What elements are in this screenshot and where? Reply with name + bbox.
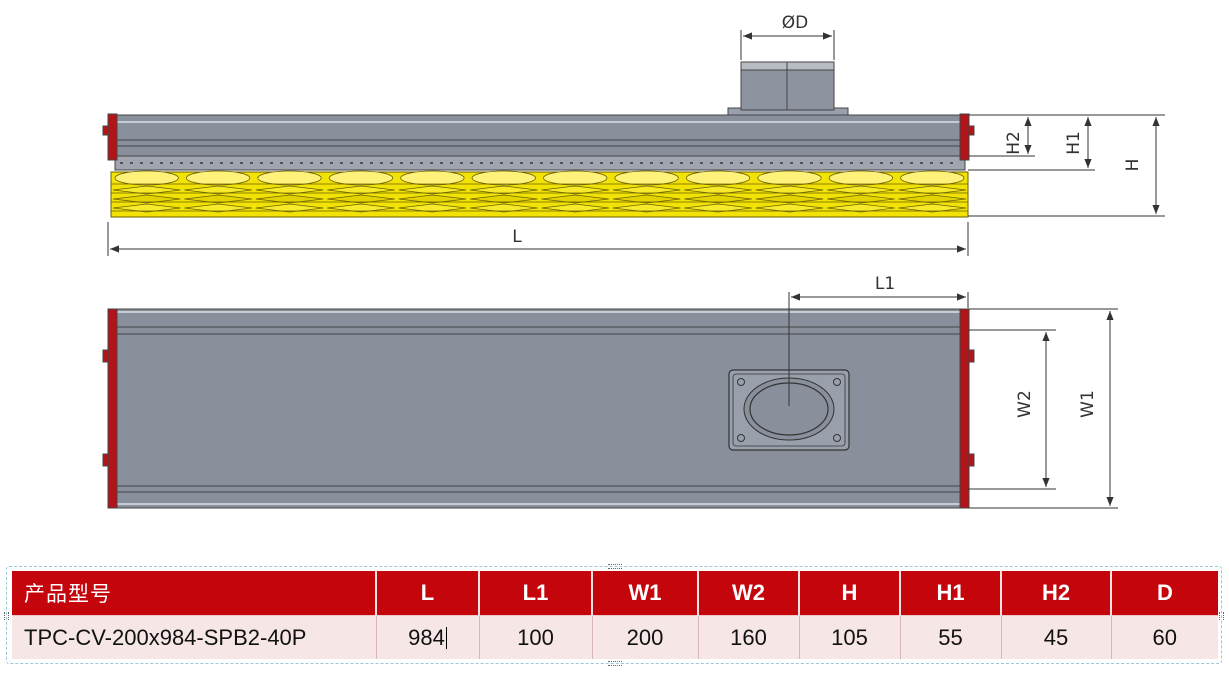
- header-model[interactable]: 产品型号: [12, 571, 377, 616]
- suction-cup-band: [110, 171, 969, 218]
- dim-label-w1: W1: [1078, 390, 1098, 418]
- cell-model[interactable]: TPC-CV-200x984-SPB2-40P: [12, 615, 377, 659]
- header-l1[interactable]: L1: [479, 571, 593, 616]
- dim-label-w2: W2: [1015, 390, 1035, 418]
- end-cap-right-top: [959, 308, 975, 509]
- suction-cup-9: [685, 170, 751, 186]
- cell-d[interactable]: 60: [1111, 615, 1218, 659]
- suction-cup-row: [110, 170, 969, 218]
- end-cap-left: [102, 113, 118, 161]
- dimension-l1: L1: [788, 274, 969, 406]
- cell-l[interactable]: 984: [376, 615, 480, 659]
- beam-body: [114, 114, 966, 171]
- suction-cup-8: [614, 170, 679, 186]
- connector-flange: [728, 369, 850, 451]
- suction-cup-10: [757, 170, 822, 186]
- end-cap-left-top: [102, 308, 118, 509]
- header-h[interactable]: H: [799, 571, 901, 616]
- technical-drawing: ØD H2 H1 H L: [102, 13, 1165, 509]
- resize-handle-bottom[interactable]: [608, 661, 622, 666]
- text-caret: [445, 626, 447, 649]
- dim-label-diameter: ØD: [782, 13, 808, 33]
- cell-l-value: 984: [408, 624, 445, 650]
- cell-h1[interactable]: 55: [900, 615, 1002, 659]
- table-row: TPC-CV-200x984-SPB2-40P 984 100 200 160 …: [12, 615, 1218, 659]
- dim-label-h1: H1: [1064, 131, 1084, 155]
- dimension-diameter: ØD: [740, 13, 835, 60]
- dimension-length: L: [107, 222, 969, 256]
- dim-label-length: L: [512, 227, 522, 247]
- header-d[interactable]: D: [1111, 571, 1218, 616]
- dim-label-l1: L1: [875, 274, 895, 294]
- header-h1[interactable]: H1: [900, 571, 1002, 616]
- spec-table-frame: 产品型号 L L1 W1 W2 H H1 H2 D TPC-CV-200x984…: [4, 564, 1224, 666]
- header-w1[interactable]: W1: [592, 571, 699, 616]
- header-h2[interactable]: H2: [1001, 571, 1112, 616]
- suction-cup-12: [900, 170, 965, 186]
- suction-cup-2: [186, 170, 251, 186]
- suction-cup-1: [114, 170, 179, 186]
- header-w2[interactable]: W2: [698, 571, 800, 616]
- front-view: ØD H2 H1 H L: [102, 13, 1165, 256]
- resize-handle-right[interactable]: [1219, 612, 1224, 620]
- suction-cup-11: [828, 170, 893, 186]
- connector-port: [727, 61, 849, 117]
- top-view: L1 W2 W1: [102, 274, 1118, 509]
- spec-header-row: 产品型号 L L1 W1 W2 H H1 H2 D: [12, 571, 1218, 616]
- suction-cup-3: [257, 170, 322, 186]
- cell-h2[interactable]: 45: [1001, 615, 1112, 659]
- cell-h[interactable]: 105: [799, 615, 901, 659]
- cell-w2[interactable]: 160: [698, 615, 800, 659]
- dim-label-h: H: [1123, 159, 1143, 172]
- cell-w1[interactable]: 200: [592, 615, 699, 659]
- dimension-widths: W2 W1: [968, 308, 1118, 509]
- suction-cup-4: [328, 170, 394, 186]
- header-l[interactable]: L: [376, 571, 480, 616]
- dim-label-h2: H2: [1004, 131, 1024, 155]
- suction-cup-5: [400, 170, 465, 186]
- resize-handle-left[interactable]: [4, 612, 9, 620]
- cell-l1[interactable]: 100: [479, 615, 593, 659]
- end-cap-right: [959, 113, 975, 161]
- spec-table[interactable]: 产品型号 L L1 W1 W2 H H1 H2 D TPC-CV-200x984…: [12, 571, 1218, 659]
- resize-handle-top[interactable]: [608, 564, 622, 569]
- suction-cup-6: [471, 170, 536, 186]
- suction-cup-7: [543, 170, 608, 186]
- dimension-heights: H2 H1 H: [968, 114, 1165, 217]
